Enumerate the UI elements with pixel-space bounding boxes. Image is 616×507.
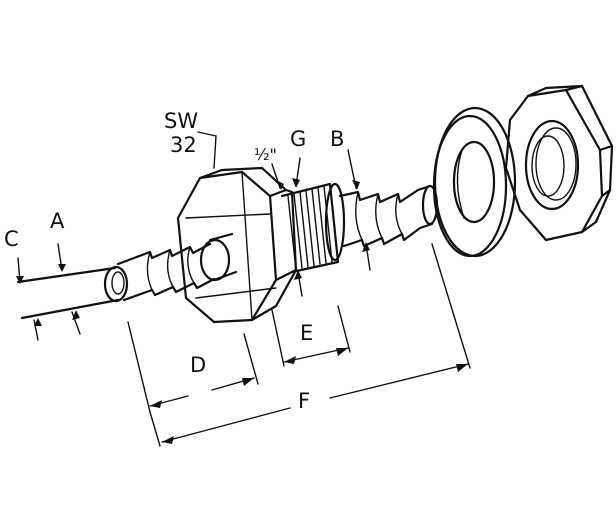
label-c: C xyxy=(4,227,19,251)
label-sw-size: 32 xyxy=(170,133,197,157)
washer xyxy=(432,106,517,258)
e-dimension xyxy=(271,305,351,367)
hose-barb-right xyxy=(338,184,439,248)
label-a: A xyxy=(50,209,65,233)
lock-nut xyxy=(504,84,614,242)
hex-body xyxy=(176,166,298,324)
label-f: F xyxy=(298,389,310,413)
d-dimension xyxy=(127,321,259,413)
threaded-section xyxy=(280,182,346,274)
sw-leader xyxy=(197,131,217,169)
label-e: E xyxy=(300,321,313,345)
f-dimension xyxy=(149,243,471,447)
label-b: B xyxy=(330,127,344,151)
label-g: G xyxy=(290,127,306,151)
label-half-inch: ½" xyxy=(254,145,277,164)
a-c-dimension xyxy=(16,243,81,341)
label-d: D xyxy=(190,353,206,377)
hose-barb-left xyxy=(103,232,238,303)
label-sw: SW xyxy=(164,109,198,133)
thread-leaders xyxy=(271,149,371,297)
tube-left xyxy=(16,266,120,320)
